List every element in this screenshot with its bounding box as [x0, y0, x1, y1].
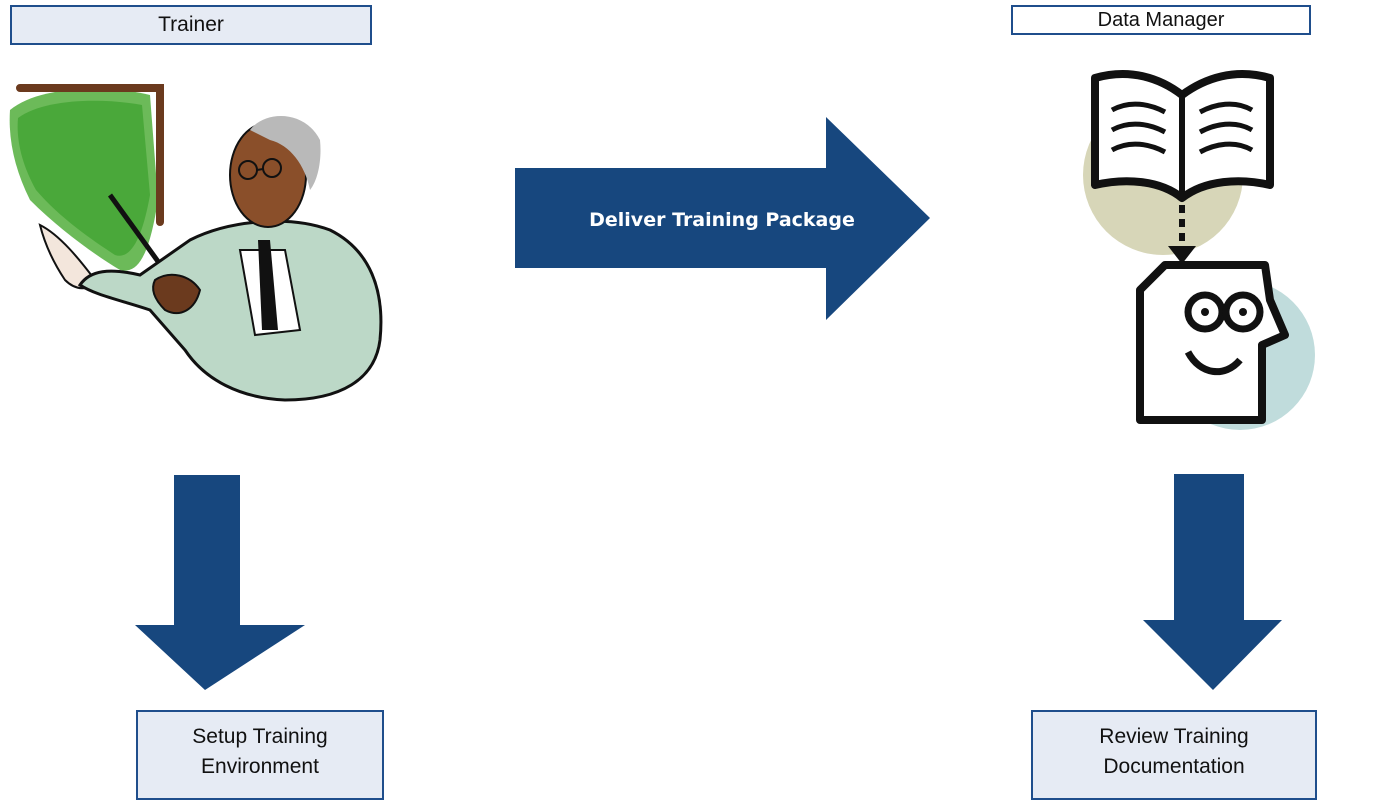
data-manager-label: Data Manager [1097, 9, 1225, 31]
data-manager-box: Data Manager [1011, 5, 1311, 35]
setup-training-label: Setup Training Environment [192, 725, 328, 778]
arrow-down-left [135, 475, 305, 690]
arrow-down-right [1143, 474, 1282, 690]
setup-training-box: Setup Training Environment [136, 710, 384, 800]
trainer-label: Trainer [158, 13, 224, 36]
review-training-box: Review Training Documentation [1031, 710, 1317, 800]
deliver-arrow-label: Deliver Training Package [520, 200, 924, 240]
review-training-label: Review Training Documentation [1099, 725, 1249, 778]
teacher-at-board-icon [9, 84, 383, 402]
deliver-arrow-text: Deliver Training Package [589, 209, 855, 231]
trainer-box: Trainer [10, 5, 372, 45]
arrow-deliver [515, 117, 930, 320]
book-and-reader-icon [1083, 70, 1315, 430]
